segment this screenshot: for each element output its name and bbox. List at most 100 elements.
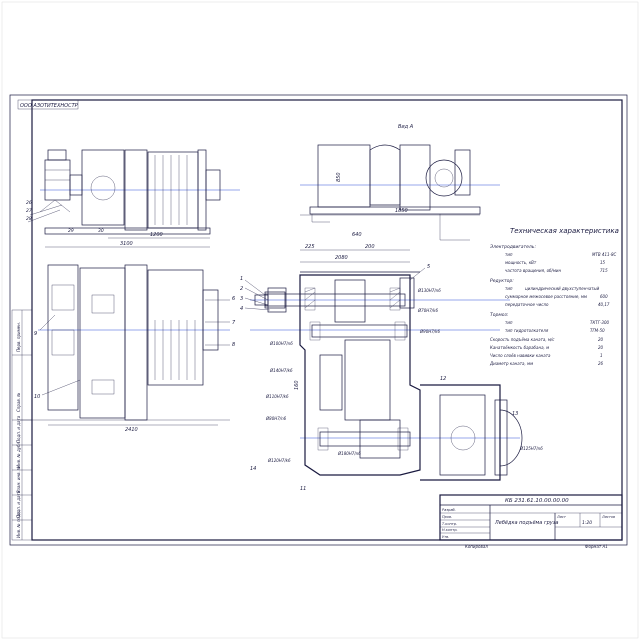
side-view-a: Вид А 850 640 [300,124,500,241]
pos-3: 3 [240,296,243,302]
reducer-2-value: 40,17 [598,302,610,307]
pos-13: 13 [512,411,518,417]
brake-4-name: Число слоёв навивки каната [490,353,551,358]
fit-1: Ø130H7/n6 [417,288,441,293]
tech-heading: Техническая характеристика [510,227,619,235]
sheets-label: Листов [601,515,615,519]
reducer-1-name: суммарное межосевое расстояние, мм [505,294,587,299]
fit-6: Ø80H7/n6 [265,416,287,421]
fit-annotations: Ø130H7/n6 Ø70H7/k6 Ø100H7/n6 Ø140H7/k6 Ø… [265,288,543,463]
pos-11: 11 [300,486,306,492]
fit-7: Ø180H7/n6 [337,451,361,456]
pos-9: 9 [34,331,37,337]
brake-0-value: ТКТГ-300 [590,320,609,325]
brake-4-value: 1 [600,353,603,358]
dim-1850: 1850 [395,208,408,214]
corner-stamp: ООО АЗОТИТЕХНОСТР [20,103,78,109]
left-margin-strip: Перв. примен. Справ. № Подп. и дата Инв.… [11,309,33,541]
fit-9: Ø90H7/k6 [419,329,440,334]
reducer-section: 2080 225 200 160 [250,244,523,481]
pos-8: 8 [232,342,235,348]
pos-6: 6 [232,296,235,302]
title-block: КБ 231.61.10.00.00.00 Лебёдка подъёма гр… [439,494,623,541]
overall-dimensions: 3100 1850 [45,208,480,248]
pos-5: 5 [427,264,430,270]
pos-12: 12 [440,376,446,382]
strip-label-7: Инв. № подл. [16,510,21,538]
motor-1-value: 15 [600,260,606,265]
title-row-4: Н.контр. [442,528,458,532]
reducer-heading: Редуктор: [490,278,514,284]
pos-label-28: 28 [26,216,32,222]
strip-label-3: Подп. и дата [16,415,21,443]
fit-10: Ø125H7/n6 [519,446,543,451]
brake-5-value: 26 [598,361,604,366]
pos-4: 4 [240,306,243,312]
dim-850: 850 [336,172,342,182]
view-a-label: Вид А [398,124,414,130]
dim-160: 160 [294,380,300,390]
pos-10: 10 [34,394,40,400]
dim-2410: 2410 [125,427,138,433]
strip-label-1: Перв. примен. [16,322,21,352]
brake-5-name: Диаметр каната, мм [489,361,533,366]
doc-code: КБ 231.61.10.00.00.00 [505,498,569,504]
fit-4: Ø140H7/k6 [269,368,293,373]
strip-label-4: Инв. № дубл. [16,441,21,468]
title-row-1: Разраб. [442,508,456,512]
brake-1-value: ТГМ-50 [590,328,605,333]
brake-2-value: 20 [598,337,604,342]
sheet-label: Лист [556,515,567,519]
fit-2: Ø70H7/k6 [417,308,438,313]
strip-label-2: Справ. № [16,393,21,412]
reducer-1-value: 600 [600,294,608,299]
motor-1-name: мощность, кВт [505,260,537,265]
reducer-2-name: передаточное число [505,302,549,307]
position-leaders: 1 2 3 4 5 6 7 8 9 10 11 12 13 14 [34,264,518,492]
motor-2-name: частота вращения, об/мин [505,268,561,273]
motor-heading: Электродвигатель: [489,244,536,250]
scale-value: 1:20 [582,520,592,526]
pos-1: 1 [240,276,243,282]
dim-225: 225 [305,244,315,250]
title-row-5: Утв. [442,535,449,539]
drawing-title: Лебёдка подъёма груза [494,520,558,526]
dim-3100: 3100 [120,241,133,247]
dim-200: 200 [365,244,375,250]
fit-8: Ø120H7/k6 [267,458,291,463]
reducer-0-value: цилиндрический двухступенчатый [525,286,600,291]
front-view: 1200 26 27 28 29 30 [26,149,240,239]
reducer-0-name: тип [505,286,513,291]
copied-label: Копировал [465,544,488,549]
format-label: Формат А1 [585,544,608,549]
top-view: 2410 [20,264,230,433]
brake-2-name: Скорость подъёма каната, м/с [490,337,555,342]
title-row-3: Т.контр. [442,522,457,526]
fit-3: Ø100H7/n6 [269,341,293,346]
motor-0-value: МТВ 411-8С [592,252,617,257]
brake-1-name: тип гидротолкателя [505,328,549,333]
pos-2: 2 [240,286,243,292]
strip-label-5: Взам. инв. № [16,466,21,493]
tech-characteristics: Техническая характеристика Электродвигат… [489,227,619,366]
strip-label-6: Подп. и дата [16,490,21,518]
title-row-2: Пров. [442,515,452,519]
pos-label-29: 29 [68,228,74,234]
pos-label-27: 27 [26,208,32,214]
brake-3-value: 20 [598,345,604,350]
pos-label-30: 30 [98,228,104,234]
motor-2-value: 715 [600,268,608,273]
brake-0-name: тип [505,320,513,325]
fit-5: Ø110H7/k6 [265,394,289,399]
dim-2080: 2080 [335,255,348,261]
pos-7: 7 [232,320,236,326]
outer-frame [9,94,628,546]
brake-3-name: Канатоёмкость барабана, м [490,345,549,350]
dim-1200: 1200 [150,232,163,238]
dim-640: 640 [352,232,362,238]
pos-14: 14 [250,466,256,472]
motor-0-name: тип [505,252,513,257]
brake-heading: Тормоз: [490,312,509,318]
pos-label-26: 26 [26,200,32,206]
